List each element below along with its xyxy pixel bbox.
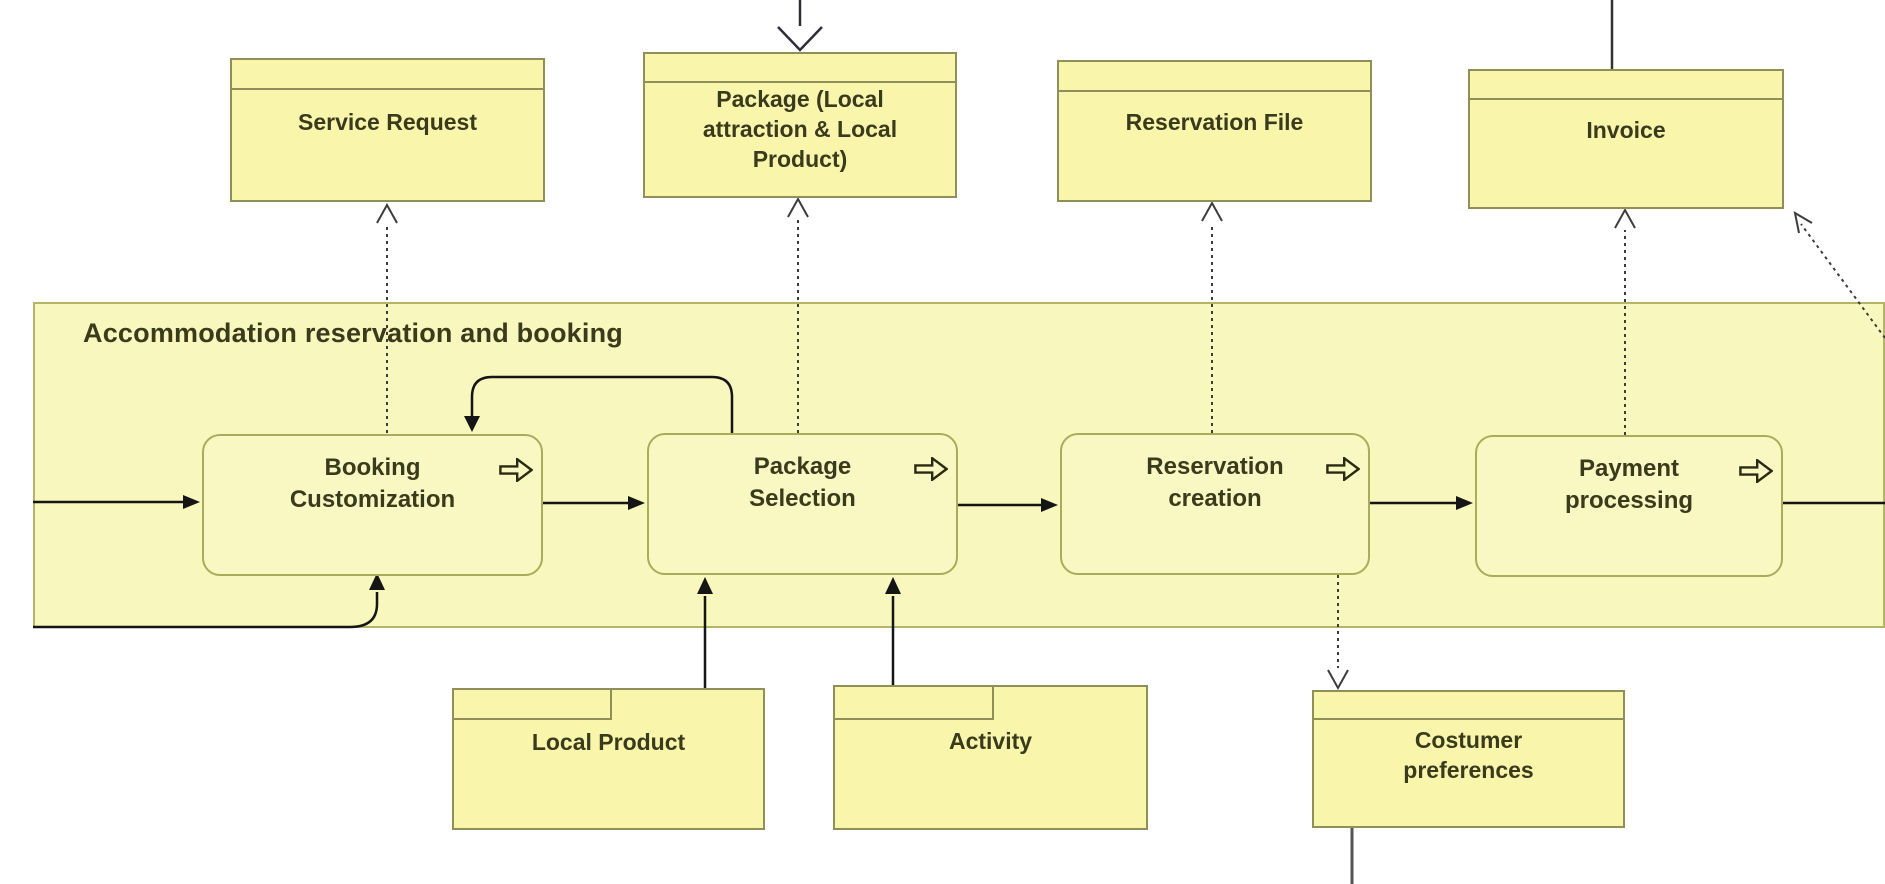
flow-in-bottom-to-booking-customization [33, 573, 385, 629]
flow-package-selection-to-reservation-creation [958, 498, 1058, 512]
data-object-header [1314, 692, 1623, 720]
forward-arrow-icon [1739, 459, 1773, 483]
access-booking-to-service-request [376, 202, 398, 433]
data-object-label: Invoice [1586, 117, 1666, 143]
access-offscreen-to-invoice-diagonal [1793, 211, 1885, 339]
forward-arrow-icon [1326, 457, 1360, 481]
process-reservation-creation[interactable]: Reservation creation [1060, 433, 1370, 575]
data-object-local-product[interactable]: Local Product [452, 688, 765, 830]
flow-package-selection-loop-to-booking-customization [464, 375, 734, 433]
flow-local-product-to-package-selection [697, 577, 713, 688]
data-object-label: Reservation File [1125, 109, 1304, 135]
data-object-package[interactable]: Package (Local attraction & Local Produc… [643, 52, 957, 198]
process-label: Booking Customization [289, 454, 456, 514]
flow-in-to-booking-customization [33, 495, 200, 509]
data-object-reservation-file[interactable]: Reservation File [1057, 60, 1372, 202]
data-object-label: Local Product [531, 729, 686, 755]
flow-reservation-creation-to-payment-processing [1370, 496, 1473, 510]
process-label: Package Selection [749, 453, 856, 513]
forward-arrow-icon [914, 457, 948, 481]
data-object-service-request[interactable]: Service Request [230, 58, 545, 202]
data-object-tab [452, 688, 612, 720]
data-object-header [232, 60, 543, 90]
process-label: Reservation creation [1146, 453, 1284, 513]
process-payment-processing[interactable]: Payment processing [1475, 435, 1783, 577]
pool-label: Accommodation reservation and booking [83, 318, 623, 348]
data-object-tab [833, 685, 994, 720]
data-object-invoice[interactable]: Invoice [1468, 69, 1784, 209]
process-package-selection[interactable]: Package Selection [647, 433, 958, 575]
process-booking-customization[interactable]: Booking Customization [202, 434, 543, 576]
flow-activity-to-package-selection [885, 577, 901, 685]
data-object-header [645, 54, 955, 83]
process-label: Payment processing [1564, 455, 1694, 515]
data-object-label: Costumer preferences [1403, 727, 1534, 783]
access-reservation-creation-to-costumer-preferences [1327, 575, 1349, 691]
forward-arrow-icon [499, 458, 533, 482]
data-object-activity[interactable]: Activity [833, 685, 1148, 830]
data-object-header [1470, 71, 1782, 100]
access-payment-processing-to-invoice [1614, 207, 1636, 435]
data-object-costumer-preferences[interactable]: Costumer preferences [1312, 690, 1625, 828]
data-object-label: Activity [948, 728, 1033, 754]
flow-booking-to-package-selection [543, 496, 645, 510]
access-package-selection-to-package [787, 196, 809, 433]
generalization-arrow-into-package [777, 0, 823, 52]
data-object-label: Package (Local attraction & Local Produc… [702, 86, 898, 172]
data-object-header [1059, 62, 1370, 92]
access-reservation-creation-to-reservation-file [1201, 200, 1223, 433]
data-object-label: Service Request [298, 109, 477, 135]
